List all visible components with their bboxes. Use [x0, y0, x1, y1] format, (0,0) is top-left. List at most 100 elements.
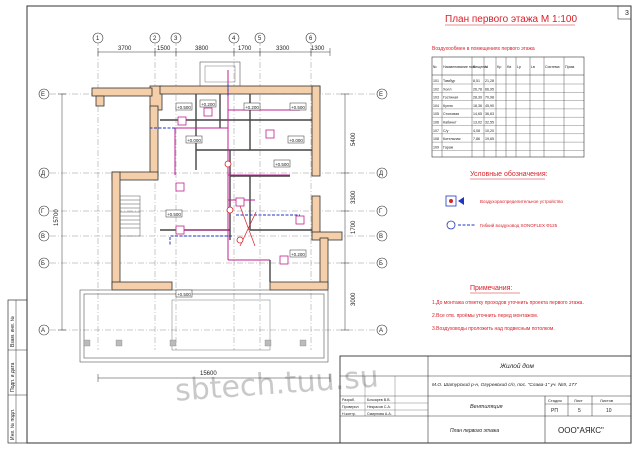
table-cell: 26,78: [473, 87, 482, 91]
axis-left-1: Е: [41, 92, 45, 98]
table-header-cell: S: [473, 65, 476, 69]
stamp-name-2: Некрасов С.А.: [367, 405, 391, 409]
side-strip-label-1: Инв. № подл.: [10, 409, 16, 440]
side-strip: Инв. № подл. Подп. и дата Взам. инв. №: [7, 299, 28, 444]
dim-top-2: 1500: [157, 46, 171, 52]
air-exchange-table: [431, 56, 585, 158]
table-cell: 109: [433, 145, 439, 149]
room-tag-8: +0.500: [167, 212, 181, 217]
table-cell: Кабинет: [443, 121, 457, 125]
dim-right-1: 5400: [351, 132, 357, 146]
axis-left-3: Г: [41, 209, 45, 215]
room-tag-9: +0.500: [177, 292, 191, 297]
plan-title: План первого этажа М 1:100: [445, 14, 577, 25]
stamp-doc-title: Жилой дом: [499, 362, 534, 370]
room-tag-10: +0.200: [291, 252, 305, 257]
dim-top-6: 1300: [311, 46, 325, 52]
table-cell: С/у: [443, 129, 449, 133]
axis-top-6: 6: [309, 36, 313, 42]
dim-bottom: 15600: [200, 371, 217, 377]
stamp-company: ООО"АЯКС": [558, 426, 604, 435]
table-cell: 66,95: [485, 87, 494, 91]
table-cell: 14,65: [473, 112, 482, 116]
table-cell: 103: [433, 96, 439, 100]
table-cell: 101: [433, 79, 439, 83]
table-cell: 104: [433, 104, 439, 108]
table-cell: Котельная: [443, 137, 460, 141]
table-cell: 18,36: [473, 104, 482, 108]
stamp-stage: РП: [551, 408, 558, 414]
table-header-cell: Lр: [517, 65, 521, 69]
room-tag-6: +0.000: [289, 138, 303, 143]
table-header-cell: V: [485, 65, 488, 69]
stamp-name-1: Бочкарев В.В.: [367, 398, 391, 402]
side-strip-label-2: Подп. и дата: [10, 362, 16, 392]
axis-left-5: Б: [41, 261, 45, 267]
table-cell: 105: [433, 112, 439, 116]
stamp-sheets-label: Листов: [600, 398, 613, 403]
table-header-cell: Система: [545, 65, 559, 69]
axis-left-2: Д: [41, 171, 45, 177]
axis-right-1: Е: [379, 92, 383, 98]
table-cell: 10,20: [485, 129, 494, 133]
room-tag-3: +0.200: [245, 105, 259, 110]
stamp-sheets-total: 10: [606, 408, 612, 414]
sheet-number: 3: [625, 10, 629, 17]
table-cell: 19,65: [485, 137, 494, 141]
table-header-cell: Lв: [531, 65, 535, 69]
side-strip-label-3: Взам. инв. №: [10, 316, 16, 347]
axis-left-4: В: [41, 234, 45, 240]
axis-left-6: А: [41, 328, 45, 334]
table-cell: 13,02: [473, 121, 482, 125]
staircase: [119, 195, 141, 237]
table-cell: 107: [433, 129, 439, 133]
stamp-role-2: Проверил: [342, 405, 359, 409]
legend-item-1: Воздухораспределительное устройство: [480, 198, 563, 204]
room-tag-2: +0.200: [201, 102, 215, 107]
sheet-frame: [26, 5, 632, 444]
table-cell: 28,39: [473, 96, 482, 100]
table-header-cell: Прим.: [565, 65, 575, 69]
axis-top-1: 1: [96, 36, 100, 42]
legend-title: Условные обозначения:: [470, 170, 548, 178]
dim-top-3: 3800: [195, 46, 209, 52]
room-tag-4: +0.500: [291, 105, 305, 110]
table-cell: Столовая: [443, 112, 459, 116]
stamp-role-1: Разраб.: [342, 398, 355, 402]
table-cell: 4,08: [473, 129, 480, 133]
stamp-role-3: Н.контр.: [342, 412, 356, 416]
axis-top-2: 2: [153, 36, 157, 42]
table-cell: 21,28: [485, 79, 494, 83]
table-header-cell: Наименование помещения: [443, 65, 488, 69]
note-3: 3.Воздуховоды проложить над подвесным по…: [432, 326, 555, 332]
table-cell: Тамбур: [443, 79, 455, 83]
table-cell: Гараж: [443, 145, 454, 149]
axis-right-3: Г: [379, 209, 383, 215]
stamp-name-3: Смирнова А.А.: [367, 412, 392, 416]
table-header-cell: №: [433, 65, 437, 69]
table-cell: Гостиная: [443, 96, 458, 100]
dim-right-4: 3000: [351, 292, 357, 306]
axis-right-6: А: [379, 328, 383, 334]
table-cell: 45,90: [485, 104, 494, 108]
legend-symbol-flex-duct: [446, 220, 476, 230]
table-cell: Кухня: [443, 104, 453, 108]
legend-symbol-diffuser: [445, 195, 464, 207]
stamp-section: Вентиляция: [470, 404, 503, 410]
axis-top-3: 3: [174, 36, 178, 42]
table-header-cell: Kр: [497, 65, 501, 69]
notes-title: Примечания:: [470, 285, 512, 292]
stamp-sheet-no: 5: [578, 408, 581, 414]
table-cell: 32,55: [485, 121, 494, 125]
table-cell: 108: [433, 137, 439, 141]
table-cell: 7,86: [473, 137, 480, 141]
dim-top-4: 1700: [238, 46, 252, 52]
stamp-sheet-name: План первого этажа: [450, 428, 499, 434]
note-1: 1.До монтажа отметку проходов уточнить п…: [432, 300, 584, 306]
axis-right-5: Б: [379, 261, 383, 267]
table-cell: 106: [433, 121, 439, 125]
table-cell: 70,98: [485, 96, 494, 100]
table-cell: 8,51: [473, 79, 480, 83]
dim-left: 15700: [54, 209, 60, 226]
